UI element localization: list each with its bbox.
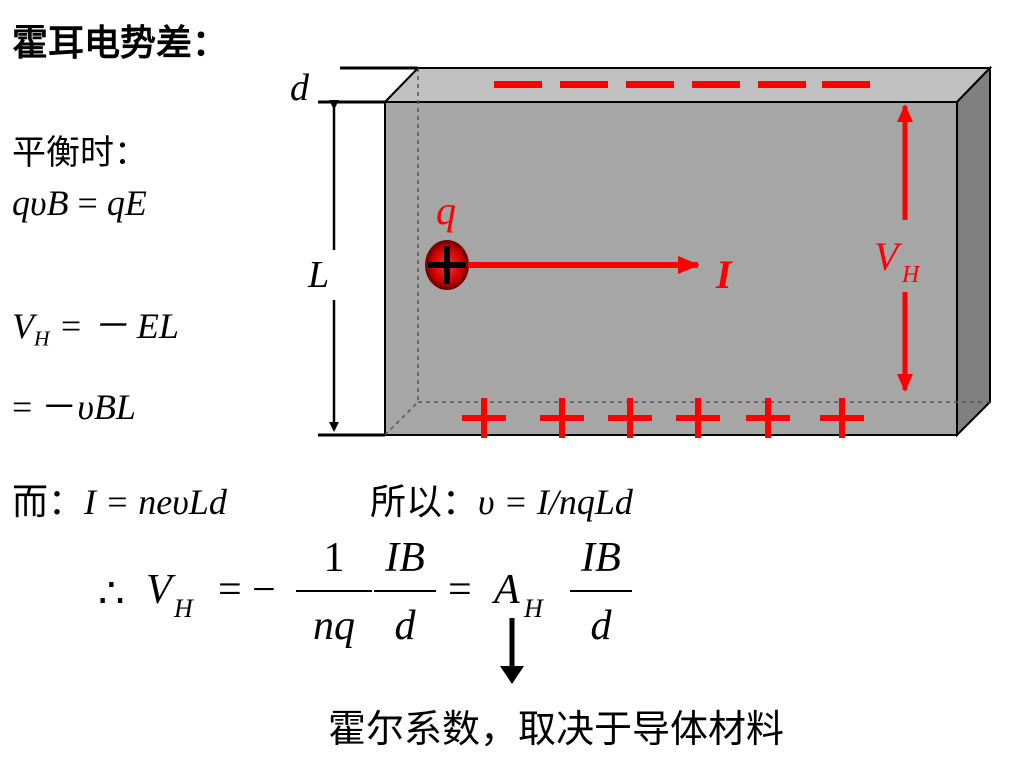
vh-rest: = － EL: [49, 306, 179, 346]
equals-sign: =: [448, 567, 472, 613]
bottom-positive-charges: [462, 398, 864, 438]
frac1-numerator: 1: [323, 535, 345, 581]
slab-side-face: [956, 65, 991, 438]
final-vh-subscript: H: [174, 594, 193, 623]
frac3-numerator: IB: [581, 535, 621, 581]
current-prefix: 而：: [12, 482, 85, 522]
vh-label-subscript: H: [901, 262, 921, 288]
frac1-line: [296, 590, 372, 592]
vh-label: V: [874, 234, 903, 279]
current-equation: 而：I = neυLd: [12, 473, 227, 525]
hall-coeff-symbol: A: [494, 567, 520, 613]
d-label: d: [290, 67, 310, 109]
balance-eq: =: [68, 183, 107, 223]
velocity-expr: υ = I/nqLd: [478, 482, 633, 522]
vh-equation: VH = － EL: [12, 297, 179, 352]
balance-equation: qυB = qE: [12, 182, 147, 224]
frac3-denominator: d: [590, 603, 612, 649]
balance-rhs: qE: [106, 183, 147, 223]
negative-charge: [626, 81, 674, 88]
slab-top-face: [382, 67, 993, 103]
therefore-symbol: ∴: [98, 571, 125, 617]
vh2-rest: υBL: [77, 387, 136, 427]
note-arrow-head: [500, 666, 524, 684]
q-label: q: [436, 188, 456, 233]
vh-subscript: H: [34, 326, 50, 351]
frac2-line: [374, 590, 436, 592]
vh2-prefix: = －: [12, 387, 78, 427]
top-negative-charges: [494, 81, 870, 88]
frac3-line: [570, 590, 632, 592]
l-label: L: [307, 254, 329, 296]
vh-equation-2: = －υBL: [12, 378, 136, 430]
negative-charge: [758, 81, 806, 88]
velocity-equation: 所以：υ = I/nqLd: [370, 473, 633, 525]
frac1-denominator: nq: [313, 603, 355, 649]
balance-label: 平衡时：: [12, 135, 148, 172]
frac2-denominator: d: [394, 603, 416, 649]
final-vh-symbol: V: [146, 567, 172, 613]
negative-charge: [822, 81, 870, 88]
slab-front-face: [384, 101, 958, 436]
vh-symbol: V: [12, 306, 34, 346]
i-label: I: [715, 252, 733, 297]
page-title: 霍耳电势差：: [12, 23, 229, 63]
balance-lhs: qυB: [12, 183, 69, 223]
velocity-prefix: 所以：: [370, 482, 479, 522]
hall-coefficient-note: 霍尔系数，取决于导体材料: [328, 709, 785, 751]
negative-charge: [560, 81, 608, 88]
charge-plus-vertical: [444, 246, 450, 284]
frac2-numerator: IB: [385, 535, 425, 581]
negative-charge: [494, 81, 542, 88]
negative-charge: [692, 81, 740, 88]
equals-minus: = −: [218, 567, 276, 613]
current-expr: I = neυLd: [84, 482, 227, 522]
hall-coeff-subscript: H: [524, 594, 543, 623]
